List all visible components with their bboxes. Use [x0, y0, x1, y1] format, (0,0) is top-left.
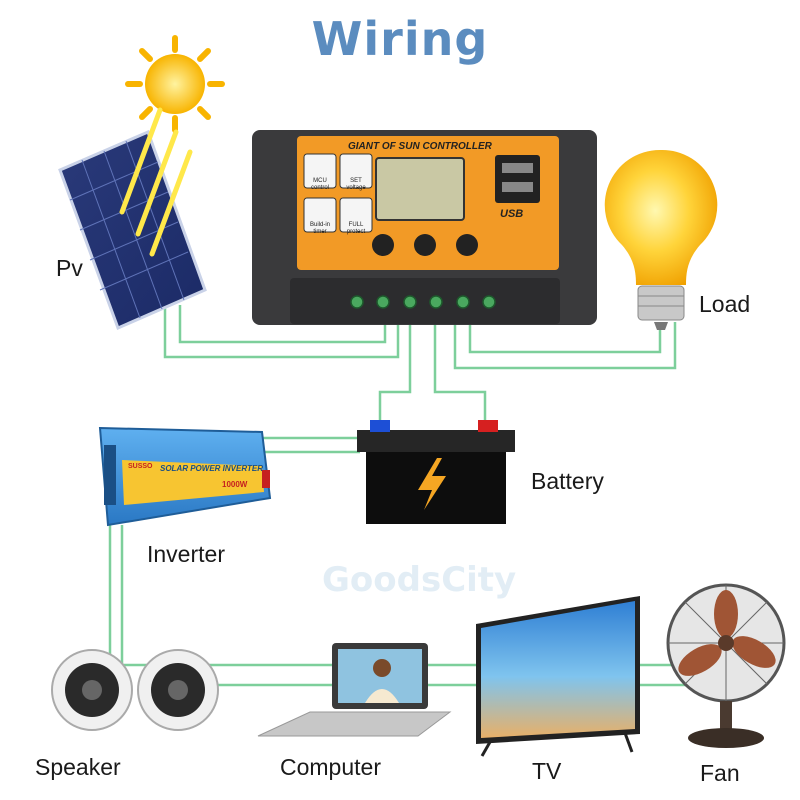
- usb-label: USB: [500, 208, 524, 220]
- feature-icons: [303, 153, 373, 233]
- inverter-model-label: SOLAR POWER INVERTER: [160, 464, 263, 473]
- charge-controller: [252, 130, 597, 325]
- fan-icon: [666, 583, 786, 748]
- sun-icon: [125, 35, 225, 133]
- lcd-screen: [375, 157, 465, 221]
- tv-icon: [476, 596, 640, 757]
- load-label: Load: [699, 291, 751, 317]
- battery-wires: [378, 300, 487, 430]
- feature-full-protect: FULL protect: [346, 222, 366, 235]
- usb-ports: [495, 155, 540, 203]
- battery-label: Battery: [531, 468, 604, 494]
- controller-buttons: [372, 234, 478, 256]
- tv-label: TV: [532, 758, 562, 784]
- computer-label: Computer: [280, 754, 381, 780]
- solar-panel-icon: [58, 107, 207, 331]
- speaker-label: Speaker: [35, 754, 121, 780]
- speaker-icon: [51, 649, 219, 731]
- watermark-text: GoodsCity: [322, 560, 517, 600]
- inverter-wires: [262, 436, 365, 454]
- inverter-label: Inverter: [147, 541, 225, 567]
- load-wires: [453, 300, 677, 370]
- feature-set-voltage: SET voltage: [346, 178, 366, 191]
- inverter-rating-label: 1000W: [222, 480, 248, 489]
- inverter-brand-label: SUSSO: [128, 463, 153, 470]
- controller-brand-label: GIANT OF SUN CONTROLLER: [348, 141, 492, 152]
- pv-label: Pv: [56, 255, 83, 281]
- inverter-icon: [98, 426, 272, 527]
- diagram-title: Wiring: [311, 12, 489, 66]
- battery-icon: [357, 420, 515, 524]
- feature-mcu-control: MCU control: [310, 178, 329, 191]
- terminal-screws: [350, 295, 496, 309]
- light-bulb-icon: [604, 149, 718, 330]
- fan-label: Fan: [700, 760, 740, 786]
- laptop-icon: [257, 643, 452, 737]
- feature-build-in-timer: Build-in timer: [309, 222, 330, 235]
